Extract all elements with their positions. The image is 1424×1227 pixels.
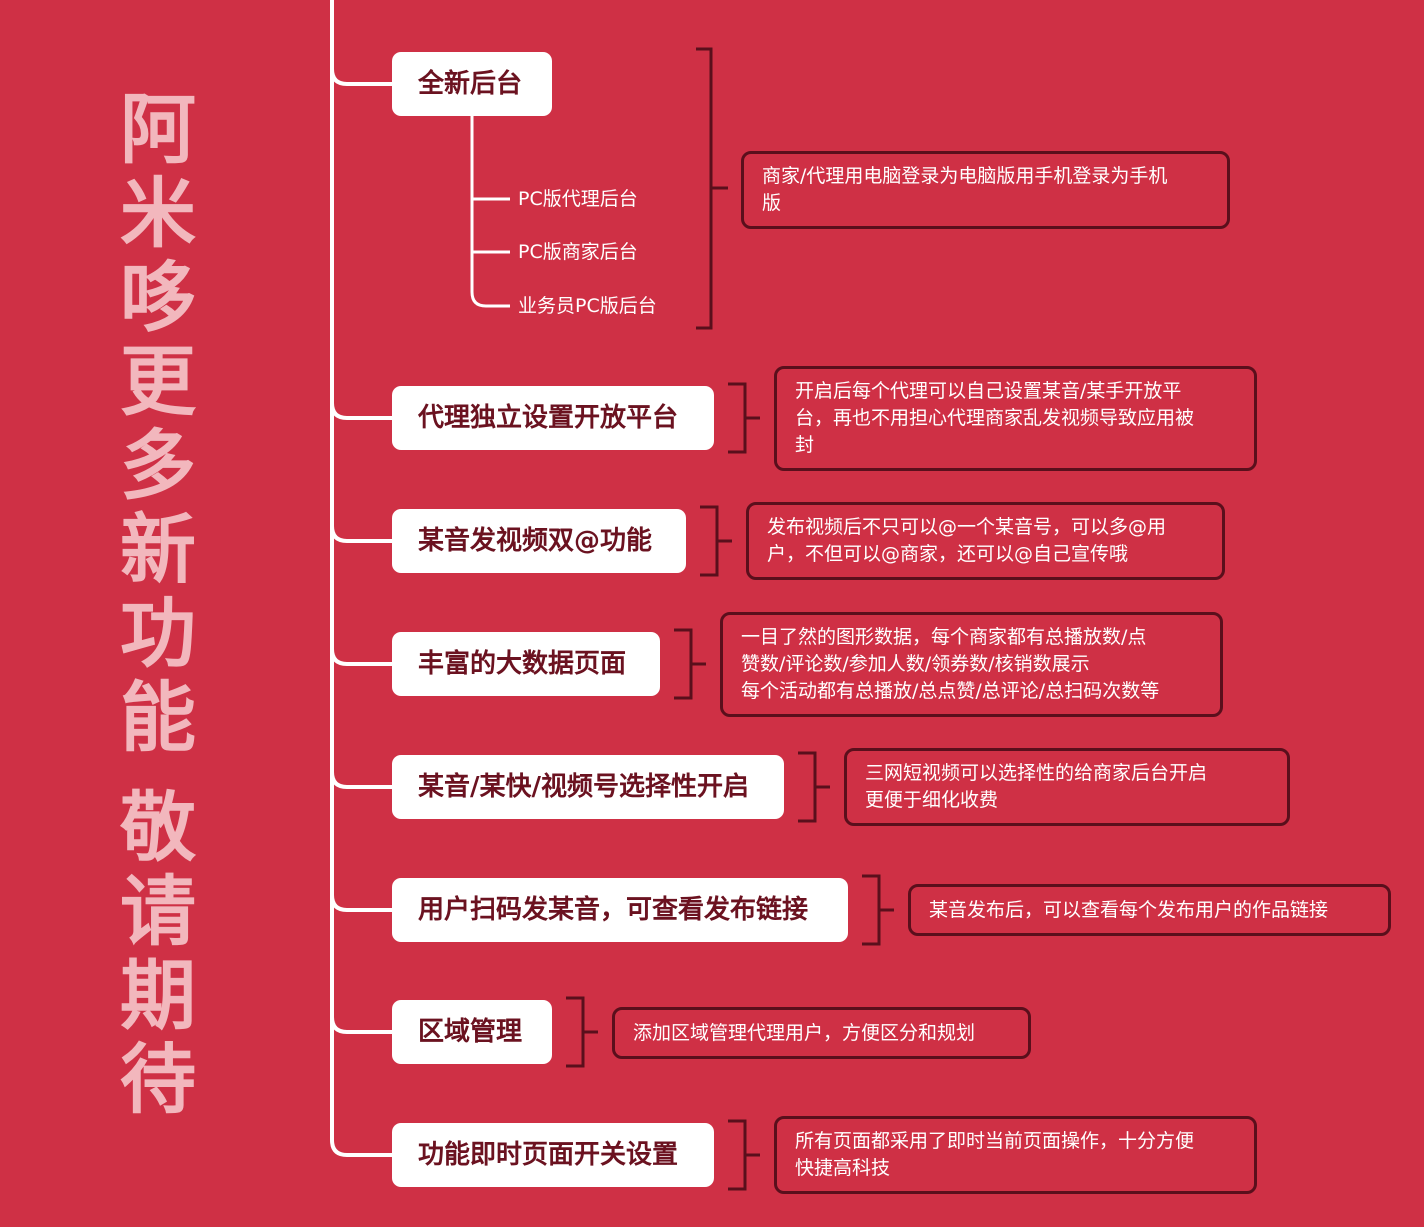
bracket [566, 996, 598, 1068]
title-char: 新 [120, 505, 196, 594]
title-char: 待 [120, 1035, 196, 1124]
branch-line [330, 402, 392, 420]
node-new-backend: 全新后台 [392, 52, 552, 116]
bracket [674, 628, 706, 700]
sub-node-sales-pc: 业务员PC版后台 [518, 295, 657, 317]
title-char: 阿 [120, 85, 196, 174]
node-scan-publish: 用户扫码发某音，可查看发布链接 [392, 878, 848, 942]
title-char: 更 [120, 337, 196, 426]
bracket [696, 47, 728, 330]
desc-selective-enable: 三网短视频可以选择性的给商家后台开启 更便于细化收费 [844, 748, 1290, 826]
title-char: 能 [120, 673, 196, 762]
node-dual-mention: 某音发视频双@功能 [392, 509, 686, 573]
desc-agent-open-platform: 开启后每个代理可以自己设置某音/某手开放平 台，再也不用担心代理商家乱发视频导致… [774, 366, 1257, 471]
node-agent-open-platform: 代理独立设置开放平台 [392, 386, 714, 450]
desc-region-management: 添加区域管理代理用户，方便区分和规划 [612, 1007, 1031, 1059]
bracket [700, 505, 732, 577]
sub-spine [470, 116, 510, 308]
desc-new-backend: 商家/代理用电脑登录为电脑版用手机登录为手机 版 [741, 151, 1230, 229]
main-spine [330, 0, 348, 1157]
branch-line [330, 771, 392, 789]
desc-big-data-page: 一目了然的图形数据，每个商家都有总播放数/点 赞数/评论数/参加人数/领券数/核… [720, 612, 1223, 717]
desc-instant-switch: 所有页面都采用了即时当前页面操作，十分方便 快捷高科技 [774, 1116, 1257, 1194]
title-char: 敬 [120, 783, 196, 872]
branch-line [330, 894, 392, 912]
title-char: 米 [120, 169, 196, 258]
node-region-management: 区域管理 [392, 1000, 552, 1064]
branch-line [330, 1016, 392, 1034]
node-instant-switch: 功能即时页面开关设置 [392, 1123, 714, 1187]
bracket [862, 874, 894, 946]
desc-dual-mention: 发布视频后不只可以@一个某音号，可以多@用 户，不但可以@商家，还可以@自己宣传… [746, 502, 1225, 580]
branch-line [330, 68, 392, 86]
node-selective-enable: 某音/某快/视频号选择性开启 [392, 755, 784, 819]
title-char: 多 [120, 421, 196, 510]
title-char: 期 [120, 951, 196, 1040]
title-char: 功 [120, 589, 196, 678]
bracket [728, 1119, 760, 1191]
branch-line [330, 648, 392, 666]
title-char: 哆 [120, 253, 196, 342]
branch-line [330, 525, 392, 543]
desc-scan-publish: 某音发布后，可以查看每个发布用户的作品链接 [908, 884, 1391, 936]
title-char: 请 [120, 867, 196, 956]
sub-node-pc-agent: PC版代理后台 [518, 188, 638, 210]
bracket [728, 382, 760, 454]
vertical-title: 阿 米 哆 更 多 新 功 能 敬 请 期 待 [116, 88, 200, 1122]
node-big-data-page: 丰富的大数据页面 [392, 632, 660, 696]
sub-node-pc-merchant: PC版商家后台 [518, 241, 638, 263]
bracket [798, 751, 830, 823]
